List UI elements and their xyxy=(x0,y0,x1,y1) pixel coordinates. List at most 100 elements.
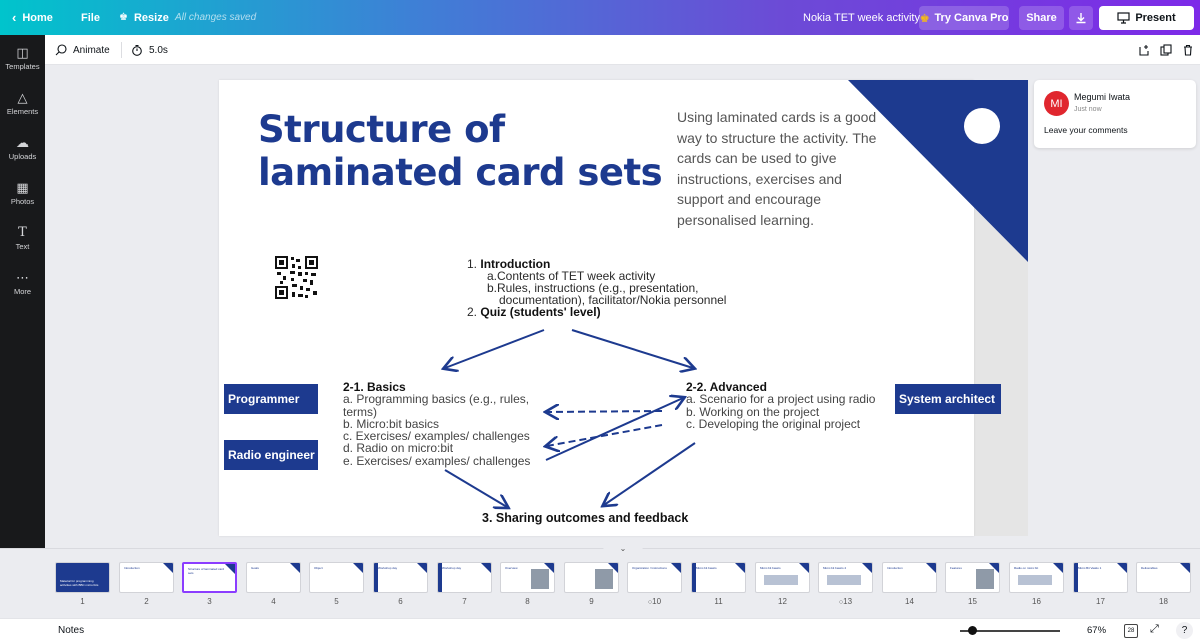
page-number-label: 5 xyxy=(334,597,339,606)
page-thumbnail[interactable]: Workshop day xyxy=(373,562,428,593)
editor-toolbar: Animate 5.0s xyxy=(45,35,1200,65)
slide-canvas[interactable]: Structure of laminated card sets Using l… xyxy=(219,80,974,536)
page-number-label: 17 xyxy=(1096,597,1105,606)
sidebar-item-templates[interactable]: ◫ Templates xyxy=(0,38,45,78)
page-thumbnail[interactable]: Organization / Instructions xyxy=(627,562,682,593)
thumbnail-title: Object xyxy=(314,566,323,570)
page-number: 4 xyxy=(246,597,301,606)
thumbnail-title: Workshop day xyxy=(378,566,398,570)
advanced-block[interactable]: 2-2. Advanced a. Scenario for a project … xyxy=(686,381,875,430)
list-subitem: documentation), facilitator/Nokia person… xyxy=(499,293,727,307)
try-canva-pro-button[interactable]: ♚ Try Canva Pro xyxy=(919,6,1009,30)
page-number-label: 11 xyxy=(714,597,723,606)
slide-title-line: laminated card sets xyxy=(258,151,663,194)
list-subitem: Rules, instructions (e.g., presentation, xyxy=(497,281,699,295)
thumbnail-title: Workshop day xyxy=(442,566,462,570)
crown-icon: ♚ xyxy=(919,12,930,25)
more-icon: ⋯ xyxy=(16,269,29,285)
download-button[interactable] xyxy=(1069,6,1093,30)
basics-line: c. Exercises/ examples/ challenges xyxy=(343,429,530,444)
sidebar-item-photos[interactable]: ▦ Photos xyxy=(0,173,45,213)
sharing-outcomes-label[interactable]: 3. Sharing outcomes and feedback xyxy=(482,511,689,525)
page-number-label: 2 xyxy=(144,597,149,606)
sidebar-item-uploads[interactable]: ☁ Uploads xyxy=(0,128,45,168)
thumbnail-image xyxy=(827,575,861,585)
page-thumbnail[interactable]: Radio on micro:bit xyxy=(1009,562,1064,593)
present-button[interactable]: Present xyxy=(1099,6,1194,30)
page-thumbnail[interactable]: Features xyxy=(945,562,1000,593)
page-number-label: 7 xyxy=(462,597,467,606)
timer-icon xyxy=(132,44,142,56)
notes-button[interactable]: Notes xyxy=(58,625,85,636)
page-number: 9 xyxy=(564,597,619,606)
page-thumbnail[interactable]: Deliverables xyxy=(1136,562,1191,593)
page-number-label: 15 xyxy=(968,597,977,606)
role-system-architect[interactable]: System architect xyxy=(895,384,1001,414)
advanced-line: c. Developing the original project xyxy=(686,416,861,431)
page-thumbnail[interactable]: Micro:Bit Vaatio 1 xyxy=(1073,562,1128,593)
page-number: 14 xyxy=(882,597,937,606)
fullscreen-icon[interactable]: ⤢ xyxy=(1150,623,1159,635)
document-title[interactable]: Nokia TET week activity xyxy=(803,11,920,24)
page-number: 6 xyxy=(373,597,428,606)
zoom-level[interactable]: 67% xyxy=(1087,625,1107,636)
role-programmer[interactable]: Programmer xyxy=(224,384,318,414)
arrow xyxy=(444,469,507,507)
page-number-label: 13 xyxy=(843,597,853,606)
page-number: ○10 xyxy=(627,597,682,606)
home-button[interactable]: ‹ Home xyxy=(12,0,53,35)
comment-input[interactable]: Leave your comments xyxy=(1044,125,1128,135)
page-thumbnail[interactable]: Introduction xyxy=(882,562,937,593)
file-menu[interactable]: File xyxy=(81,0,100,35)
thumbnail-image xyxy=(976,569,994,589)
page-number: 7 xyxy=(437,597,492,606)
page-thumbnail[interactable]: Object xyxy=(309,562,364,593)
page-thumbnail[interactable]: Goals xyxy=(246,562,301,593)
basics-line: b. Micro:bit basics xyxy=(343,416,440,431)
sidebar-item-text[interactable]: T Text xyxy=(0,218,45,258)
duplicate-page-button[interactable] xyxy=(1160,35,1172,65)
page-thumbnail[interactable]: Workshop day xyxy=(437,562,492,593)
basics-block[interactable]: 2-1. Basics a. Programming basics (e.g.,… xyxy=(343,381,530,467)
duration-button[interactable]: 5.0s xyxy=(131,35,168,65)
role-radio-engineer[interactable]: Radio engineer xyxy=(224,440,318,470)
page-thumbnail[interactable]: Material for programming activities with… xyxy=(55,562,110,593)
qr-code[interactable] xyxy=(274,255,319,300)
list-subitem: Contents of TET week activity xyxy=(497,269,656,283)
zoom-slider-handle[interactable] xyxy=(967,626,977,635)
slide-intro-text[interactable]: Using laminated cards is a good way to s… xyxy=(677,109,877,228)
zoom-slider[interactable] xyxy=(960,630,1060,632)
page-count-button[interactable]: 28 xyxy=(1124,624,1138,638)
page-number-label: 3 xyxy=(207,597,212,606)
list-number: 1. xyxy=(467,257,478,271)
comment-card[interactable]: MI Megumi Iwata Just now Leave your comm… xyxy=(1034,80,1196,148)
page-thumbnail[interactable]: Micro:bit basics xyxy=(755,562,810,593)
trash-icon xyxy=(1184,44,1192,56)
page-thumbnail[interactable]: Introduction xyxy=(119,562,174,593)
help-icon[interactable]: ? xyxy=(1176,622,1193,639)
thumbnail-triangle xyxy=(1117,563,1127,573)
thumbnail-image xyxy=(531,569,549,589)
slide-title[interactable]: Structure of laminated card sets xyxy=(258,108,663,194)
resize-button[interactable]: ♚ Resize xyxy=(119,0,169,35)
save-status: All changes saved xyxy=(175,12,257,23)
slide-corner-triangle[interactable] xyxy=(848,80,1028,262)
thumbnail-triangle xyxy=(862,563,872,573)
animate-button[interactable]: Animate xyxy=(55,35,110,65)
page-thumbnail[interactable]: Overview xyxy=(500,562,555,593)
sidebar-item-more[interactable]: ⋯ More xyxy=(0,263,45,303)
page-thumbnail[interactable]: Structure of laminated card sets xyxy=(182,562,237,593)
add-page-button[interactable] xyxy=(1138,35,1150,65)
page-thumbnail[interactable] xyxy=(564,562,619,593)
delete-page-button[interactable] xyxy=(1182,35,1194,65)
sidebar-item-elements[interactable]: △ Elements xyxy=(0,83,45,123)
share-button[interactable]: Share xyxy=(1019,6,1064,30)
page-number-label: 9 xyxy=(589,597,594,606)
collapse-filmstrip-button[interactable]: ⌄ xyxy=(603,543,643,555)
list-mark: a. xyxy=(487,269,498,283)
duplicate-icon xyxy=(1160,44,1172,56)
page-thumbnail[interactable]: Micro:bit basics 2 xyxy=(818,562,873,593)
sidebar-item-label: Uploads xyxy=(8,151,37,161)
page-number: 5 xyxy=(309,597,364,606)
page-thumbnail[interactable]: Micro:bit basics xyxy=(691,562,746,593)
